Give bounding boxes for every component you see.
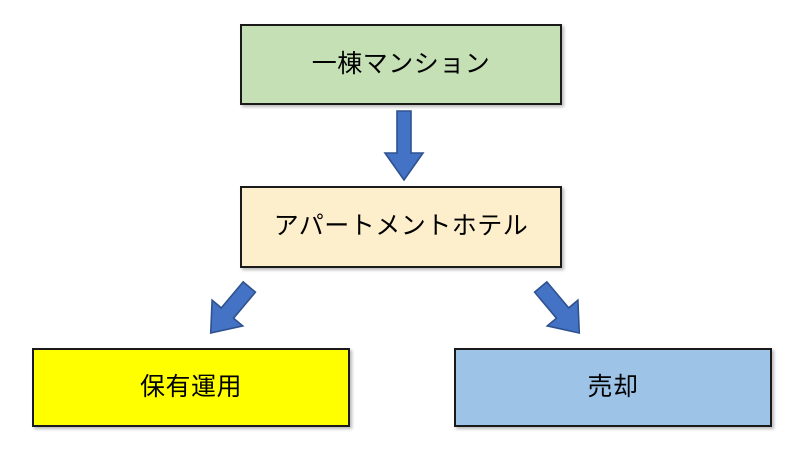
node-sell-label: 売却	[587, 372, 639, 401]
node-hold[interactable]: 保有運用	[32, 348, 350, 427]
arrow-down-left-shape	[209, 280, 257, 334]
node-aparthotel-label: アパートメントホテル	[273, 212, 529, 241]
node-property-label: 一棟マンション	[311, 49, 491, 78]
arrow-down-right-icon-aparthotel-to-sell	[520, 274, 600, 346]
node-hold-label: 保有運用	[139, 372, 242, 401]
arrow-down-shape	[383, 110, 425, 182]
node-aparthotel[interactable]: アパートメントホテル	[240, 186, 562, 268]
arrow-down-left-icon-aparthotel-to-hold	[190, 274, 270, 346]
arrow-down-icon-property-to-aparthotel	[382, 110, 426, 182]
node-sell[interactable]: 売却	[454, 348, 772, 427]
node-property[interactable]: 一棟マンション	[240, 24, 562, 105]
arrow-down-right-shape	[533, 280, 581, 334]
